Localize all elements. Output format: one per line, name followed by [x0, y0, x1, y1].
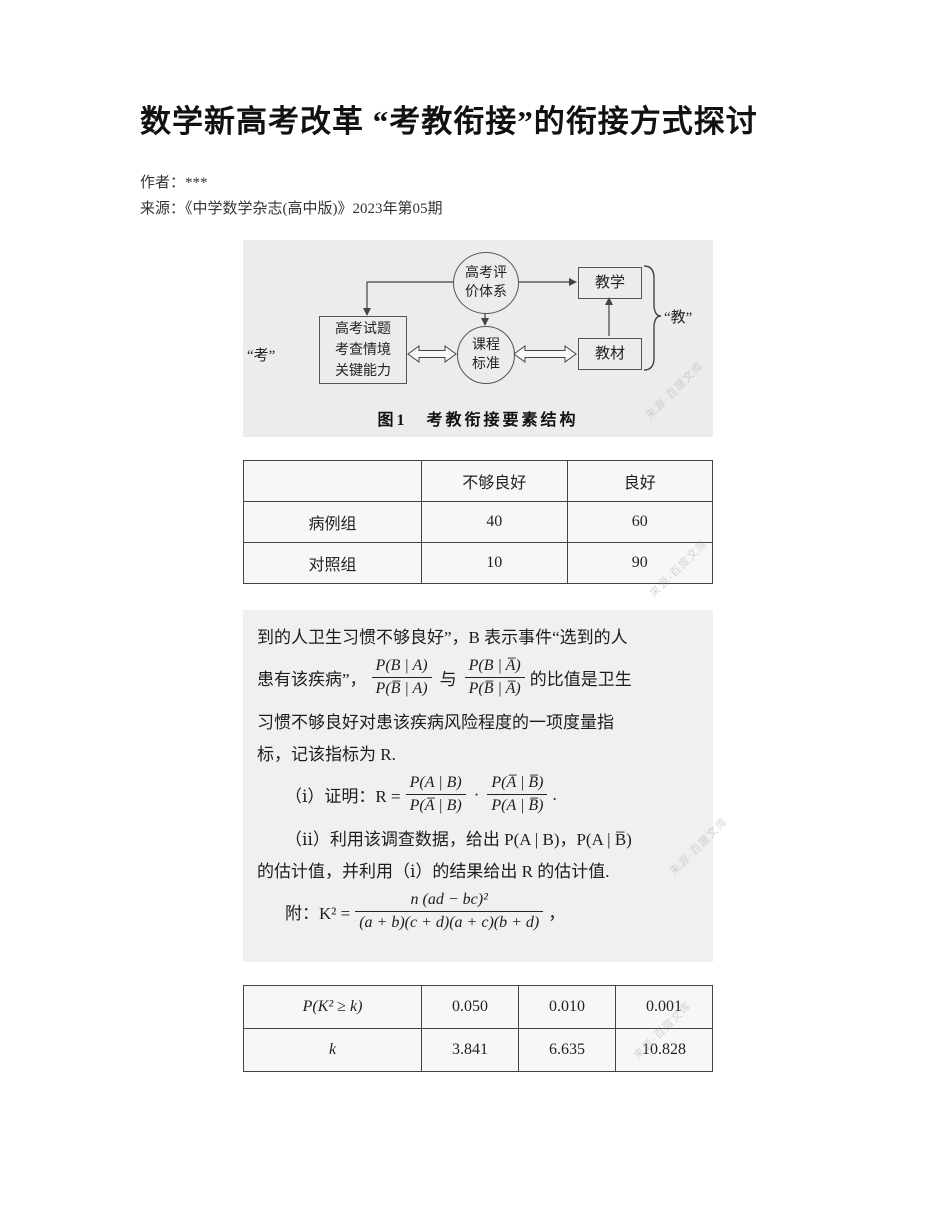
math-panel: 到的人卫生习惯不够良好”，B 表示事件“选到的人 患有该疾病”， P(B | A…: [243, 610, 713, 962]
fraction-numerator: P(A | B): [405, 773, 466, 795]
label-kao: “考”: [247, 348, 276, 364]
math-text: ·: [473, 784, 480, 804]
node-gaokao-evaluation: 高考评 价体系: [453, 252, 519, 314]
table-header-cell: 不够良好: [421, 460, 568, 502]
math-line: 患有该疾病”， P(B | A) P(B̅ | A) 与 P(B | A̅) P…: [257, 654, 703, 701]
table-row: P(K² ≥ k) 0.050 0.010 0.001: [243, 985, 713, 1029]
node-teaching: 教学: [578, 267, 642, 299]
page-title: 数学新高考改革 “考教衔接”的衔接方式探讨: [140, 104, 758, 139]
flowchart-connectors: [363, 265, 662, 371]
table-cell: 6.635: [518, 1028, 616, 1072]
arrowhead-right-icon: [569, 278, 577, 286]
node-label: 标准: [472, 357, 500, 372]
math-text: 到的人卫生习惯不够良好”，B 表示事件“选到的人: [257, 627, 628, 647]
fraction: n (ad − bc)² (a + b)(c + d)(a + c)(b + d…: [355, 890, 544, 933]
math-text: .: [552, 784, 557, 804]
fraction-denominator: P(A̅ | B): [409, 797, 462, 814]
arrowhead-down-icon: [481, 318, 489, 326]
math-text: 的比值是卫生: [529, 670, 632, 689]
fraction-numerator: P(B | A̅): [464, 656, 525, 678]
brace-icon: [643, 265, 662, 371]
table-row: k 3.841 6.635 10.828: [243, 1028, 713, 1072]
figure-caption: 图1 考教衔接要素结构: [377, 412, 579, 429]
fraction-denominator: P(A | B̅): [491, 797, 544, 814]
author-line: 作者：***: [140, 175, 208, 191]
math-line-formula: 附：K² = n (ad − bc)² (a + b)(c + d)(a + c…: [257, 888, 703, 935]
node-label: 考查情境: [335, 342, 391, 358]
table-header-cell: 良好: [566, 460, 713, 502]
source-line: 来源：《中学数学杂志(高中版)》2023年第05期: [140, 201, 443, 217]
math-line-proof: （ⅰ）证明：R = P(A | B) P(A̅ | B) · P(A̅ | B̅…: [257, 771, 703, 818]
fraction-numerator: n (ad − bc)²: [355, 890, 544, 912]
node-textbook: 教材: [578, 338, 642, 370]
row-label-cell: P(K² ≥ k): [243, 985, 422, 1029]
math-line: 的估计值，并利用（ⅰ）的结果给出 R 的估计值.: [257, 856, 703, 882]
node-exam-questions: 高考试题 考查情境 关键能力: [319, 316, 407, 384]
node-label: 教学: [594, 274, 625, 291]
arrowhead-up-icon: [605, 297, 613, 305]
math-line: （ⅱ）利用该调查数据，给出 P(A | B)，P(A | B̅): [257, 824, 703, 850]
label-jiao: “教”: [664, 310, 693, 326]
node-curriculum-standard: 课程 标准: [457, 326, 515, 384]
critical-value-table: P(K² ≥ k) 0.050 0.010 0.001 k 3.841 6.63…: [243, 985, 713, 1072]
fraction: P(B | A̅) P(B̅ | A̅): [464, 656, 525, 699]
table-row: 病例组 40 60: [243, 501, 713, 543]
node-label: 高考试题: [335, 321, 391, 337]
table-cell: 0.001: [615, 985, 713, 1029]
table-cell: 10.828: [615, 1028, 713, 1072]
table-cell: [243, 460, 422, 502]
fraction-denominator: P(B̅ | A̅): [468, 680, 521, 697]
node-label: 价体系: [465, 285, 507, 300]
math-text: （ⅰ）证明：R =: [285, 787, 401, 806]
double-arrow-icon: [513, 345, 577, 363]
math-line: 标，记该指标为 R.: [257, 739, 703, 765]
fraction-denominator: P(B̅ | A): [375, 680, 428, 697]
figure-panel: 高考评 价体系 教学 高考试题 考查情境 关键能力 课程 标准 教材 “考” “…: [243, 240, 713, 437]
math-text: ，: [548, 904, 566, 923]
math-text: （ⅱ）利用该调查数据，给出 P(A | B)，P(A | B̅): [285, 829, 632, 849]
row-label-cell: k: [243, 1028, 422, 1072]
table-cell: 10: [421, 542, 568, 584]
node-label: 高考评: [465, 266, 507, 281]
math-text: 标，记该指标为 R.: [257, 744, 396, 764]
math-line: 习惯不够良好对患该疾病风险程度的一项度量指: [257, 707, 703, 733]
arrowhead-down-icon: [363, 308, 371, 316]
table-cell: 60: [566, 501, 713, 543]
table-cell: 0.050: [421, 985, 519, 1029]
row-label-cell: 对照组: [243, 542, 422, 584]
node-label: 关键能力: [335, 363, 391, 379]
table-cell: 3.841: [421, 1028, 519, 1072]
fraction-numerator: P(A̅ | B̅): [487, 773, 548, 795]
fraction-numerator: P(B | A): [371, 656, 432, 678]
contingency-table: 不够良好 良好 病例组 40 60 对照组 10 90: [243, 460, 713, 584]
math-text: 与: [439, 670, 457, 689]
node-label: 教材: [594, 345, 625, 362]
fraction: P(B | A) P(B̅ | A): [371, 656, 432, 699]
table-cell: 0.010: [518, 985, 616, 1029]
row-label-cell: 病例组: [243, 501, 422, 543]
math-text: 的估计值，并利用（ⅰ）的结果给出 R 的估计值.: [257, 861, 610, 881]
table-cell: 40: [421, 501, 568, 543]
table-row: 不够良好 良好: [243, 460, 713, 502]
fraction: P(A̅ | B̅) P(A | B̅): [487, 773, 548, 816]
math-text: 患有该疾病”，: [257, 670, 367, 689]
connector-eval-to-exam: [366, 281, 453, 310]
table-cell: 90: [566, 542, 713, 584]
node-label: 课程: [472, 338, 500, 353]
math-text: 习惯不够良好对患该疾病风险程度的一项度量指: [257, 712, 614, 732]
double-arrow-icon: [407, 345, 457, 363]
fraction-denominator: (a + b)(c + d)(a + c)(b + d): [359, 914, 540, 931]
math-text: 附：K² =: [285, 904, 351, 923]
fraction: P(A | B) P(A̅ | B): [405, 773, 466, 816]
table-row: 对照组 10 90: [243, 542, 713, 584]
math-line: 到的人卫生习惯不够良好”，B 表示事件“选到的人: [257, 622, 703, 648]
